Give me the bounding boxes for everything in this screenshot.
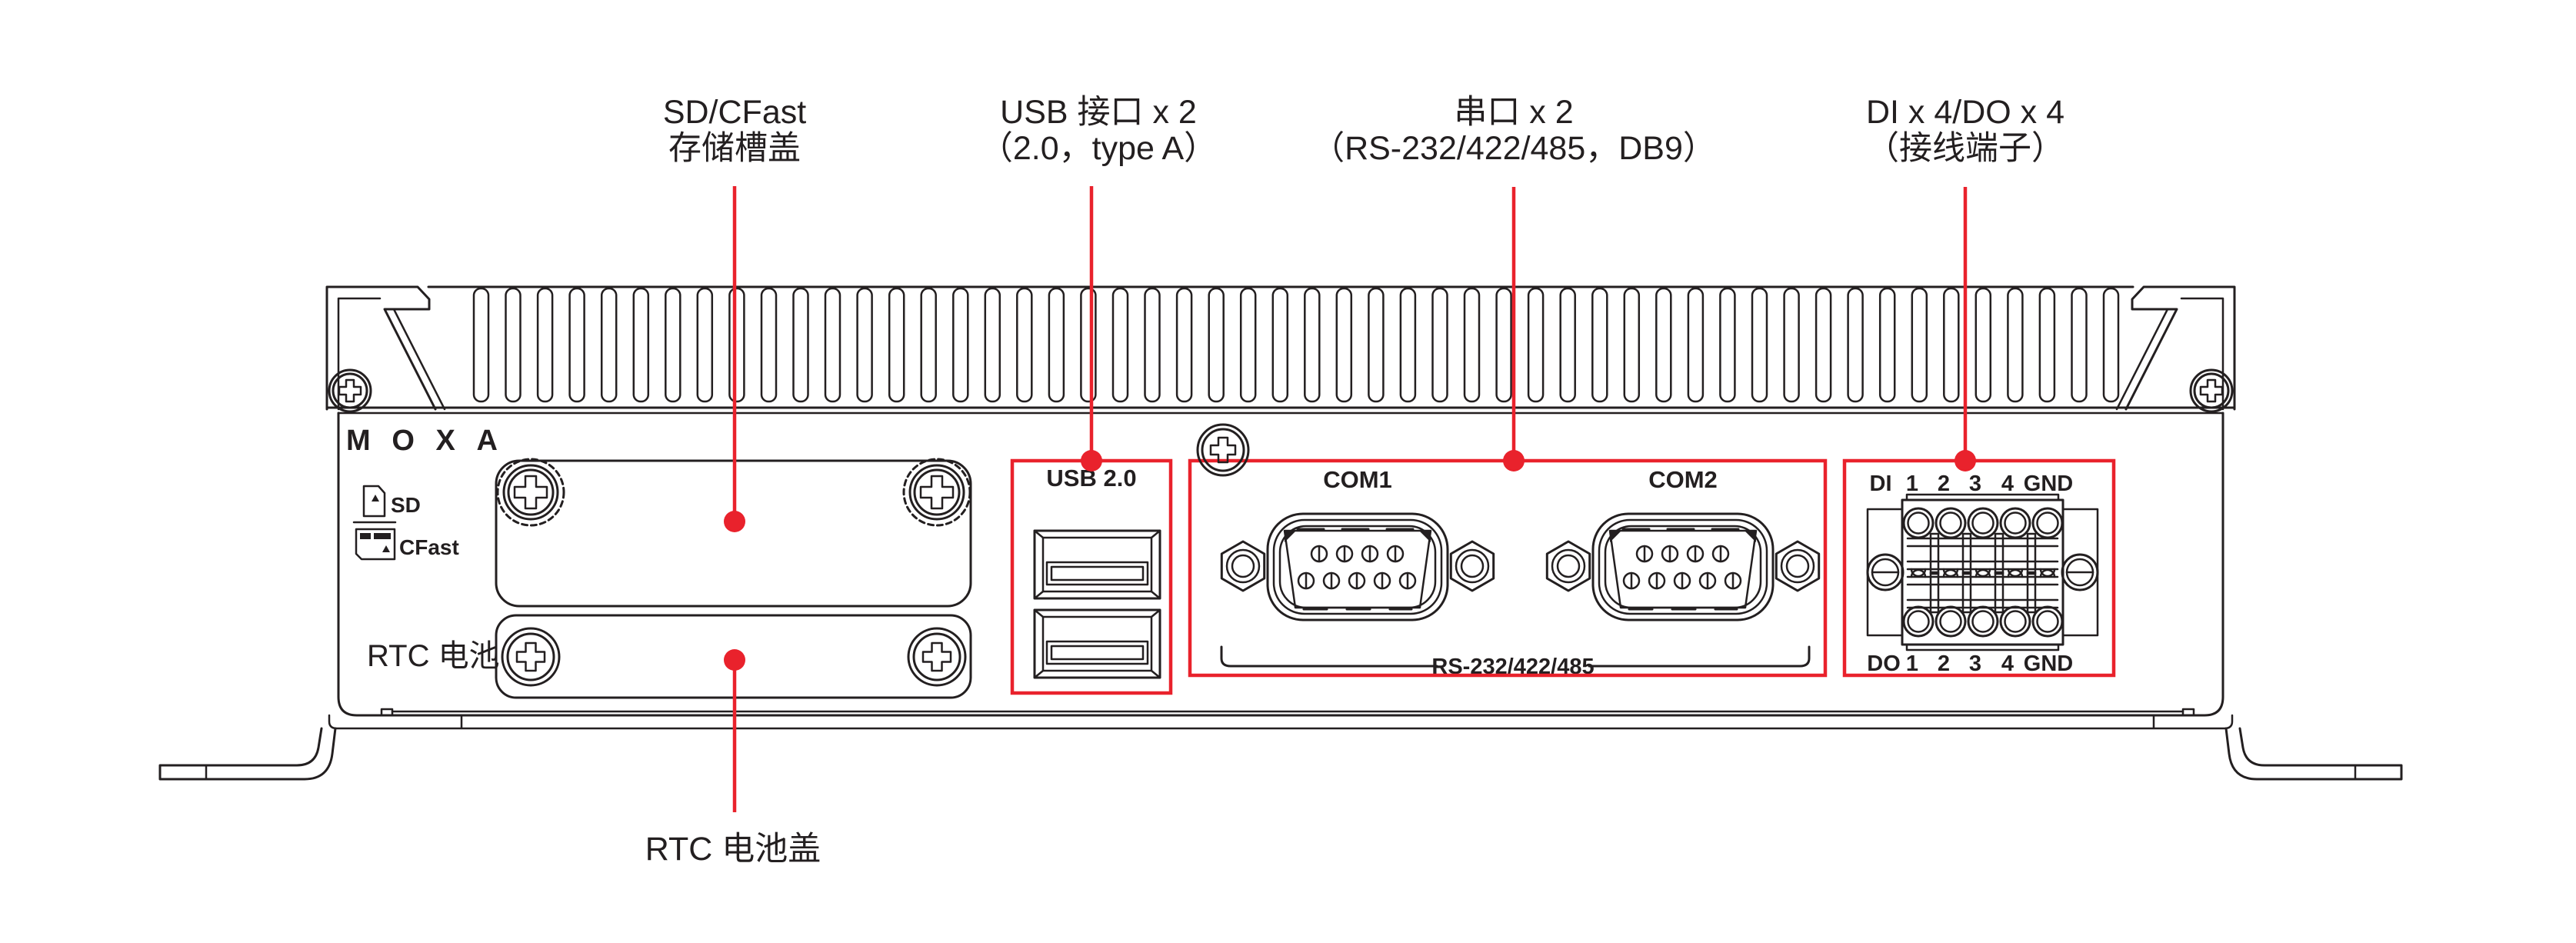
di-label: DI	[1870, 471, 1892, 496]
storage-callout-line1: SD/CFast	[663, 94, 806, 131]
annotations	[724, 186, 2116, 812]
storage-callout-dot	[724, 511, 745, 532]
mounting-foot-left	[158, 727, 337, 781]
dio-callout-dot	[1954, 450, 1976, 471]
storage-callout-line2: 存储槽盖	[668, 130, 801, 167]
serial-bracket-left	[1220, 645, 1438, 668]
cfast-icon-label: CFast	[399, 535, 459, 559]
di-4: 4	[2001, 471, 2014, 496]
di-3: 3	[1969, 471, 1981, 496]
do-4: 4	[2001, 651, 2014, 676]
sd-card-icon	[362, 485, 386, 518]
usb-callout-line2: （2.0，type A）	[980, 130, 1217, 167]
rtc-screw-right	[907, 627, 967, 687]
di-1: 1	[1906, 471, 1918, 496]
serial-highlight-box	[1188, 458, 1828, 678]
di-gnd: GND	[2024, 471, 2073, 496]
com2-label: COM2	[1648, 466, 1718, 493]
heatsink-fins	[472, 287, 2120, 403]
base-plate-tab-left	[380, 708, 394, 717]
di-2: 2	[1938, 471, 1950, 496]
front-panel-face	[337, 412, 2224, 717]
do-row-labels: DO 1 2 3 4 GND	[1867, 651, 2073, 676]
panel-screws	[328, 368, 2234, 687]
device-chassis	[158, 285, 2403, 781]
corner-screw-right	[2189, 368, 2234, 413]
base-plate	[328, 714, 2234, 730]
do-3: 3	[1969, 651, 1981, 676]
do-1: 1	[1906, 651, 1918, 676]
serial-callout-line2: （RS-232/422/485，DB9）	[1311, 130, 1716, 167]
moxa-logo: MOXA	[346, 425, 500, 457]
com1-label: COM1	[1323, 466, 1392, 493]
com2-db9-connector	[1545, 512, 1821, 621]
serial-bracket-right	[1588, 645, 1811, 668]
base-plate-tab-right	[2181, 708, 2195, 717]
rtc-screw-left	[501, 627, 561, 687]
mounting-foot-right	[2224, 727, 2403, 781]
sd-thumbscrew-left	[496, 458, 565, 527]
dio-callout-line1: DI x 4/DO x 4	[1866, 94, 2064, 131]
rtc-callout-label: RTC 电池盖	[645, 831, 821, 868]
do-2: 2	[1938, 651, 1950, 676]
serial-callout-line1: 串口 x 2	[1454, 94, 1573, 131]
dio-highlight-box	[1842, 458, 2116, 678]
do-label: DO	[1867, 651, 1901, 676]
sd-thumbscrew-right	[902, 458, 971, 527]
sd-icon-label: SD	[391, 493, 421, 517]
callout-labels: SD/CFast 存储槽盖 USB 接口 x 2 （2.0，type A） 串口…	[645, 94, 2064, 868]
heatsink-corner-right	[2115, 285, 2236, 411]
center-screw	[1196, 423, 1250, 477]
rtc-battery-label: RTC 电池	[367, 639, 500, 673]
com1-db9-connector	[1220, 512, 1495, 621]
cfast-card-icon	[355, 528, 396, 561]
usb-callout-line1: USB 接口 x 2	[1000, 94, 1197, 131]
corner-screw-left	[328, 368, 372, 413]
usb-port-top	[1033, 529, 1161, 600]
dio-callout-line2: （接线端子）	[1866, 130, 2064, 167]
usb-callout-dot	[1081, 450, 1102, 471]
serial-callout-dot	[1503, 450, 1525, 471]
dio-terminal-block	[1866, 493, 2099, 651]
do-gnd: GND	[2024, 651, 2073, 676]
heatsink-corner-left	[325, 285, 446, 411]
usb-port-bottom	[1033, 608, 1161, 679]
di-row-labels: DI 1 2 3 4 GND	[1870, 471, 2074, 496]
